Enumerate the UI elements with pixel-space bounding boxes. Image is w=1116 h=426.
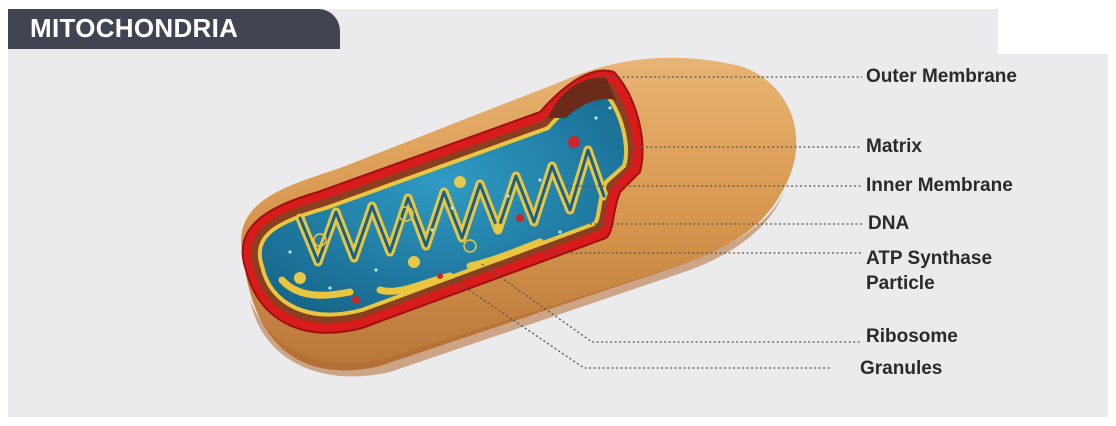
ribosome [352,296,360,304]
granule [454,176,466,188]
label-outer-membrane: Outer Membrane [866,65,1017,89]
granule [294,272,306,284]
ribosome [437,273,443,279]
granule [493,223,503,233]
label-ribosome: Ribosome [866,325,958,349]
label-atp-synthase: ATP Synthase [866,247,992,271]
label-matrix: Matrix [866,135,922,159]
label-atp-particle: Particle [866,272,935,296]
label-inner-membrane: Inner Membrane [866,174,1013,198]
ribosome [516,214,524,222]
label-dna: DNA [868,212,909,236]
ribosome [568,136,580,148]
label-granules: Granules [860,357,942,381]
granule [408,256,420,268]
